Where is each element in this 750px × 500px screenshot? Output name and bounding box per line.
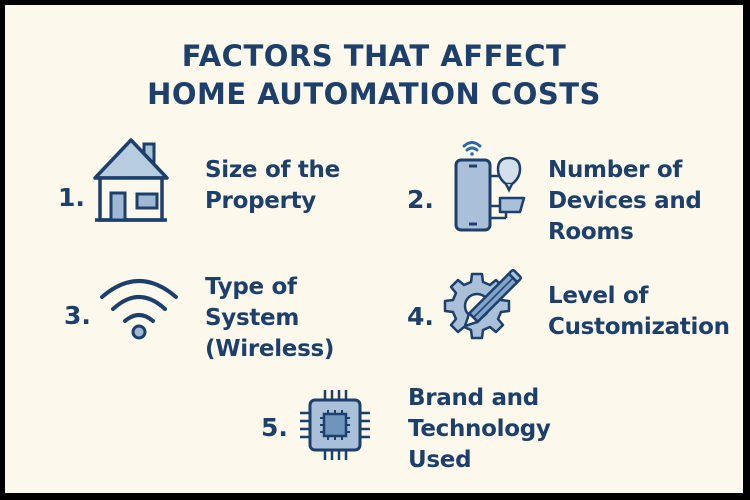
label-line: Devices and — [548, 188, 702, 214]
house-icon — [91, 136, 171, 224]
microchip-icon — [298, 388, 372, 462]
factor-label: Type of System (Wireless) — [205, 272, 334, 365]
label-line: Property — [205, 188, 316, 214]
label-line: System — [205, 305, 300, 331]
factor-number: 3. — [64, 301, 91, 330]
factor-label: Level of Customization — [548, 281, 730, 343]
factor-number: 4. — [407, 302, 434, 331]
label-line: Customization — [548, 314, 730, 340]
label-line: Rooms — [548, 219, 634, 245]
infographic-frame: FACTORS THAT AFFECT HOME AUTOMATION COST… — [5, 5, 743, 493]
smartphone-devices-icon — [450, 136, 530, 232]
label-line: Level of — [548, 283, 649, 309]
label-line: Size of the — [205, 157, 340, 183]
page-title: FACTORS THAT AFFECT HOME AUTOMATION COST… — [5, 37, 743, 113]
factor-number: 5. — [261, 413, 288, 442]
gear-pencil-icon — [443, 266, 523, 342]
label-line: (Wireless) — [205, 336, 335, 362]
factor-number: 2. — [407, 185, 434, 214]
title-line-2: HOME AUTOMATION COSTS — [147, 77, 601, 111]
label-line: Number of — [548, 157, 683, 183]
wifi-icon — [98, 271, 180, 341]
label-line: Technology — [408, 416, 551, 442]
label-line: Brand and — [408, 385, 539, 411]
title-line-1: FACTORS THAT AFFECT — [181, 39, 567, 73]
label-line: Used — [408, 447, 472, 473]
factor-number: 1. — [58, 183, 85, 212]
label-line: Type of — [205, 274, 297, 300]
